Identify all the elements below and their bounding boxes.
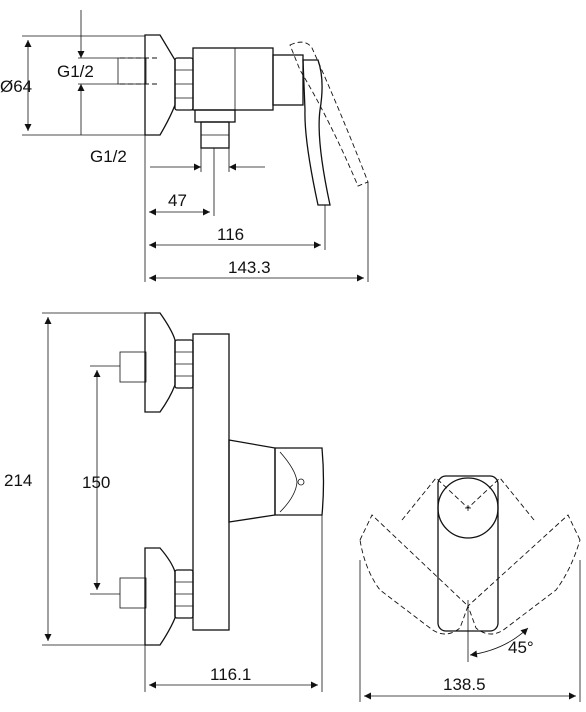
rotation-view-dimensions: [359, 560, 581, 702]
front-view: [119, 312, 325, 646]
label-dim-214: 214: [4, 471, 32, 490]
label-angle: 45°: [508, 638, 534, 657]
rotation-view: [359, 475, 581, 635]
label-dim-138-5: 138.5: [443, 675, 486, 694]
label-dim-116: 116: [217, 225, 244, 244]
front-view-dimensions: [42, 312, 323, 692]
side-view: [117, 34, 369, 206]
label-dim-143-3: 143.3: [228, 258, 271, 277]
label-diameter: Ø64: [0, 77, 32, 96]
label-dim-47: 47: [168, 191, 187, 210]
label-dim-150: 150: [82, 473, 110, 492]
label-thread-bottom: G1/2: [90, 147, 127, 166]
label-dim-116-1: 116.1: [210, 665, 251, 684]
label-thread-top: G1/2: [57, 62, 94, 81]
side-view-dimensions: [22, 10, 369, 282]
dimension-labels: Ø64 G1/2 G1/2 47 116 143.3 214 150 116.1…: [0, 62, 534, 694]
